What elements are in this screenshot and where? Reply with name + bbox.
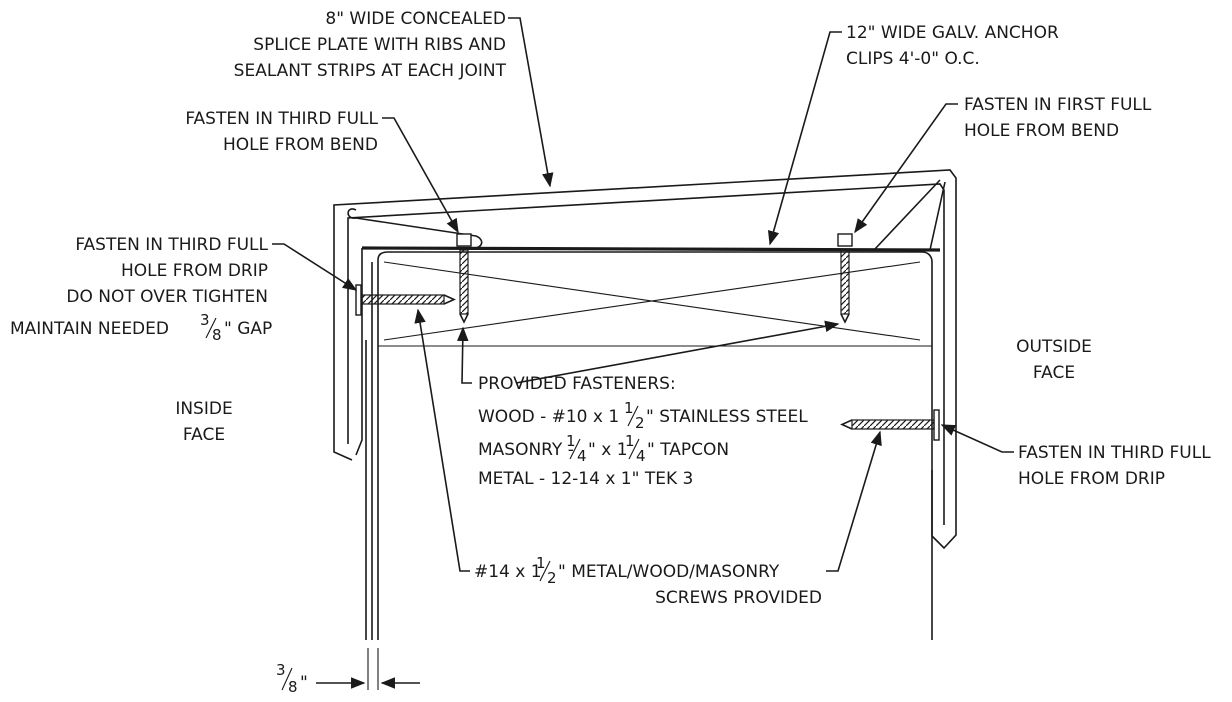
masonry-suffix: " TAPCON — [647, 440, 729, 460]
label-provided-fasteners: PROVIDED FASTENERS: WOOD - #10 x 1 1 2 "… — [478, 374, 808, 489]
screw-side-left — [355, 284, 456, 316]
label-fasten-third-drip-right: FASTEN IN THIRD FULL HOLE FROM DRIP — [1018, 443, 1211, 489]
screws-suffix: " METAL/WOOD/MASONRY — [558, 562, 780, 582]
label-anchor-clips: 12" WIDE GALV. ANCHOR CLIPS 4'-0" O.C. — [846, 23, 1059, 69]
gap-dimension — [316, 648, 420, 690]
wall-nailer — [365, 251, 933, 640]
dimension-suffix: " — [300, 673, 308, 693]
wood-den: 2 — [635, 414, 645, 432]
outside-face-line-2: FACE — [1033, 363, 1075, 383]
fasten-drip-left-line-3: DO NOT OVER TIGHTEN — [66, 287, 268, 307]
anchor-clips-line-2: CLIPS 4'-0" O.C. — [846, 49, 980, 69]
masonry-num1: 1 — [566, 432, 576, 450]
screw-top-left — [456, 233, 472, 324]
provided-fasteners-title: PROVIDED FASTENERS: — [478, 374, 676, 394]
fasten-first-bend-line-2: HOLE FROM BEND — [964, 121, 1119, 141]
gap-note-den: 8 — [212, 326, 222, 344]
fasten-drip-left-line-1: FASTEN IN THIRD FULL — [75, 235, 268, 255]
coping-cap — [333, 169, 957, 550]
label-outside-face: OUTSIDE FACE — [1016, 337, 1092, 383]
masonry-num2: 1 — [625, 432, 635, 450]
label-inside-face: INSIDE FACE — [175, 399, 232, 445]
label-dimension: 3 8 " — [276, 661, 308, 696]
label-gap-note: MAINTAIN NEEDED 3 8 " GAP — [10, 311, 272, 344]
gap-note-prefix: MAINTAIN NEEDED — [10, 319, 169, 339]
screw-side-right — [840, 409, 940, 441]
fasten-first-bend-line-1: FASTEN IN FIRST FULL — [964, 95, 1152, 115]
fasten-drip-right-line-2: HOLE FROM DRIP — [1018, 469, 1165, 489]
wood-suffix: " STAINLESS STEEL — [646, 407, 808, 427]
fasten-third-bend-line-1: FASTEN IN THIRD FULL — [185, 109, 378, 129]
wood-num: 1 — [624, 399, 634, 417]
splice-plate-line-3: SEALANT STRIPS AT EACH JOINT — [234, 61, 507, 81]
inside-face-line-2: FACE — [183, 425, 225, 445]
metal-line: METAL - 12-14 x 1" TEK 3 — [478, 469, 693, 489]
leader-lines — [272, 17, 1014, 572]
masonry-den2: 4 — [636, 447, 646, 465]
fasten-third-bend-line-2: HOLE FROM BEND — [223, 135, 378, 155]
label-splice-plate: 8" WIDE CONCEALED SPLICE PLATE WITH RIBS… — [234, 9, 507, 81]
masonry-mid: " x 1 — [588, 440, 628, 460]
label-fasten-third-bend: FASTEN IN THIRD FULL HOLE FROM BEND — [185, 109, 378, 155]
anchor-clips-line-1: 12" WIDE GALV. ANCHOR — [846, 23, 1059, 43]
splice-plate-line-2: SPLICE PLATE WITH RIBS AND — [253, 35, 506, 55]
screws-provided: SCREWS PROVIDED — [655, 588, 822, 608]
label-screws: #14 x 1 1 2 " METAL/WOOD/MASONRY SCREWS … — [474, 554, 822, 608]
screws-den: 2 — [547, 569, 557, 587]
screws-num: 1 — [536, 554, 546, 572]
wood-prefix: WOOD - #10 x 1 — [478, 407, 619, 427]
masonry-den1: 4 — [577, 447, 587, 465]
screw-top-right — [837, 233, 853, 324]
label-fasten-first-bend: FASTEN IN FIRST FULL HOLE FROM BEND — [964, 95, 1152, 141]
fasten-drip-left-line-2: HOLE FROM DRIP — [121, 261, 268, 281]
screws-prefix: #14 x 1 — [474, 562, 542, 582]
masonry-prefix: MASONRY - — [478, 440, 574, 460]
label-fasten-third-drip-left: FASTEN IN THIRD FULL HOLE FROM DRIP DO N… — [66, 235, 268, 307]
dimension-den: 8 — [288, 678, 298, 696]
splice-plate-line-1: 8" WIDE CONCEALED — [325, 9, 506, 29]
fasten-drip-right-line-1: FASTEN IN THIRD FULL — [1018, 443, 1211, 463]
gap-note-suffix: " GAP — [224, 319, 272, 339]
gap-note-num: 3 — [200, 311, 210, 329]
inside-face-line-1: INSIDE — [175, 399, 232, 419]
outside-face-line-1: OUTSIDE — [1016, 337, 1092, 357]
dimension-num: 3 — [276, 661, 286, 679]
